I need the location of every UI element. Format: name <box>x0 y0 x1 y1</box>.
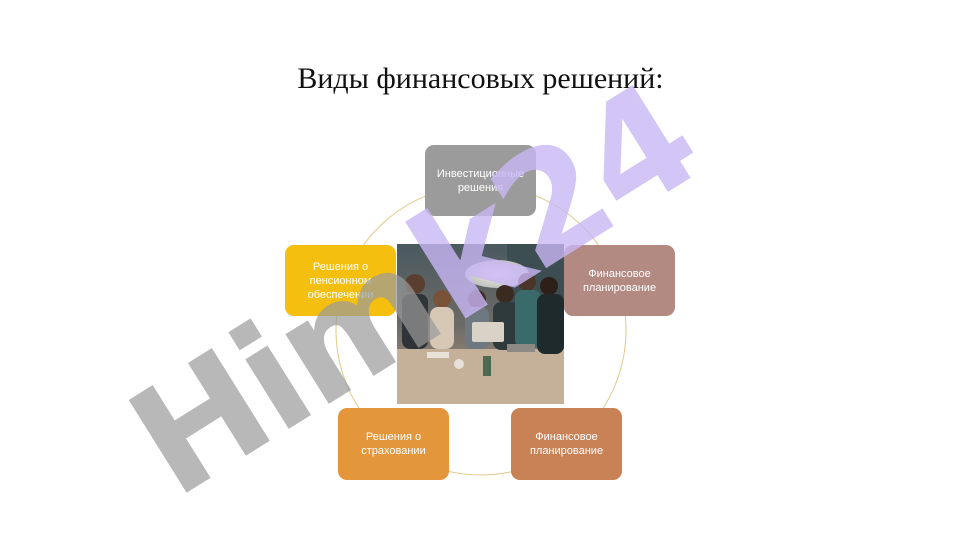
cycle-node-label: Решения о страховании <box>361 431 426 457</box>
cycle-node-insurance: Решения о страховании <box>338 408 449 480</box>
cycle-node-label: Инвестиционные решения <box>436 167 525 194</box>
cycle-node-label: Финансовое планирование <box>582 267 657 294</box>
cycle-node-pension: Решения о пенсионном обеспечении <box>285 245 396 316</box>
slide-title: Виды финансовых решений: <box>0 62 961 96</box>
cycle-node-financial-planning-2: Финансовое планирование <box>511 408 622 480</box>
cycle-node-investment: Инвестиционные решения <box>425 145 536 216</box>
cycle-node-label: Решения о пенсионном обеспечении <box>307 260 374 301</box>
cycle-node-financial-planning-1: Финансовое планирование <box>564 245 675 316</box>
cycle-node-label: Финансовое планирование <box>529 431 604 457</box>
business-meeting-photo <box>397 244 564 404</box>
slide-title-text: Виды финансовых решений: <box>297 62 664 95</box>
